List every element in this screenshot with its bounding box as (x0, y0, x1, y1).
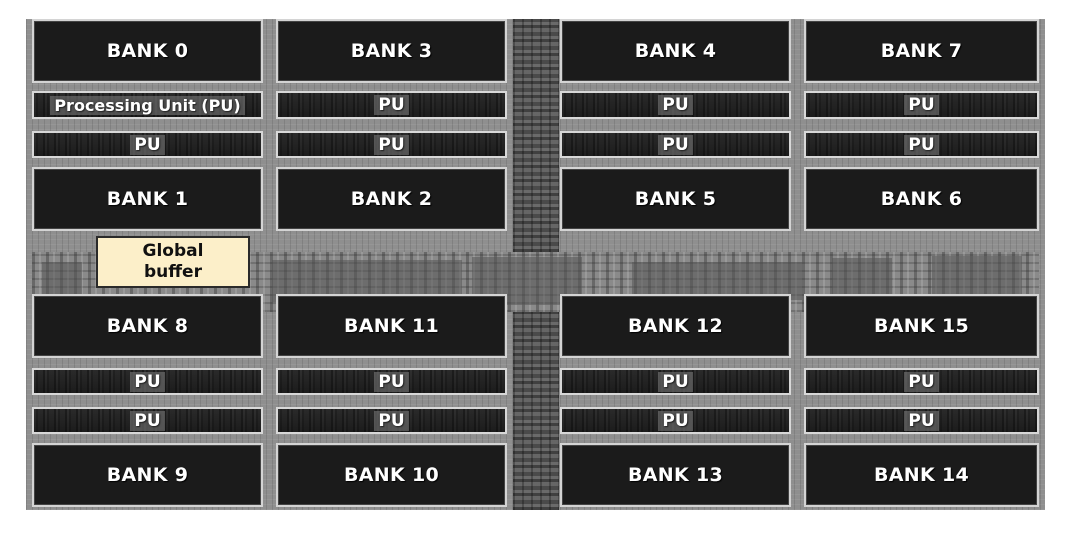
pu-label: PU (904, 410, 939, 431)
processing-unit: PU (560, 368, 791, 395)
bank-label: BANK 12 (628, 315, 723, 337)
processing-unit: PU (32, 368, 263, 395)
bank-label: BANK 14 (874, 464, 969, 486)
bank-label: BANK 0 (106, 40, 189, 62)
bank-12: BANK 12 (560, 294, 791, 358)
processing-unit: PU (804, 368, 1039, 395)
bank-9: BANK 9 (32, 443, 263, 507)
processing-unit: PU (804, 131, 1039, 158)
bank-8: BANK 8 (32, 294, 263, 358)
bank-10: BANK 10 (276, 443, 507, 507)
pu-label: PU (130, 371, 165, 392)
pu-label: PU (658, 134, 693, 155)
bank-label: BANK 15 (874, 315, 969, 337)
bank-label: BANK 6 (880, 188, 963, 210)
processing-unit: PU (276, 407, 507, 434)
bank-3: BANK 3 (276, 19, 507, 83)
bank-14: BANK 14 (804, 443, 1039, 507)
bank-label: BANK 8 (106, 315, 189, 337)
bank-label: BANK 1 (106, 188, 189, 210)
center-spine-bottom (513, 312, 559, 510)
pu-label: Processing Unit (PU) (50, 95, 245, 115)
processing-unit: Processing Unit (PU) (32, 91, 263, 119)
bank-label: BANK 5 (634, 188, 717, 210)
peripheral-logic-strip (32, 252, 1039, 312)
pu-label: PU (658, 410, 693, 431)
pu-label: PU (374, 371, 409, 392)
bank-label: BANK 3 (350, 40, 433, 62)
bank-6: BANK 6 (804, 167, 1039, 231)
bank-label: BANK 11 (344, 315, 439, 337)
pu-label: PU (904, 371, 939, 392)
processing-unit: PU (32, 131, 263, 158)
dram-die: BANK 0 BANK 3 BANK 4 BANK 7 Processing U… (26, 19, 1045, 510)
bank-5: BANK 5 (560, 167, 791, 231)
pu-label: PU (374, 95, 409, 115)
processing-unit: PU (560, 131, 791, 158)
bank-label: BANK 9 (106, 464, 189, 486)
processing-unit: PU (804, 91, 1039, 119)
pu-label: PU (374, 410, 409, 431)
global-buffer-label: Global buffer (142, 241, 204, 282)
center-spine-top (513, 19, 559, 252)
processing-unit: PU (276, 131, 507, 158)
bank-label: BANK 4 (634, 40, 717, 62)
bank-0: BANK 0 (32, 19, 263, 83)
processing-unit: PU (560, 91, 791, 119)
processing-unit: PU (276, 368, 507, 395)
bank-label: BANK 7 (880, 40, 963, 62)
pu-label: PU (658, 95, 693, 115)
bank-15: BANK 15 (804, 294, 1039, 358)
pu-label: PU (904, 95, 939, 115)
pu-label: PU (904, 134, 939, 155)
pu-label: PU (130, 410, 165, 431)
bank-1: BANK 1 (32, 167, 263, 231)
pu-label: PU (658, 371, 693, 392)
bank-label: BANK 2 (350, 188, 433, 210)
processing-unit: PU (560, 407, 791, 434)
bank-label: BANK 13 (628, 464, 723, 486)
pu-label: PU (374, 134, 409, 155)
global-buffer: Global buffer (96, 236, 250, 288)
bank-2: BANK 2 (276, 167, 507, 231)
bank-4: BANK 4 (560, 19, 791, 83)
bank-7: BANK 7 (804, 19, 1039, 83)
processing-unit: PU (32, 407, 263, 434)
processing-unit: PU (804, 407, 1039, 434)
bank-13: BANK 13 (560, 443, 791, 507)
bank-11: BANK 11 (276, 294, 507, 358)
pu-label: PU (130, 134, 165, 155)
bank-label: BANK 10 (344, 464, 439, 486)
processing-unit: PU (276, 91, 507, 119)
